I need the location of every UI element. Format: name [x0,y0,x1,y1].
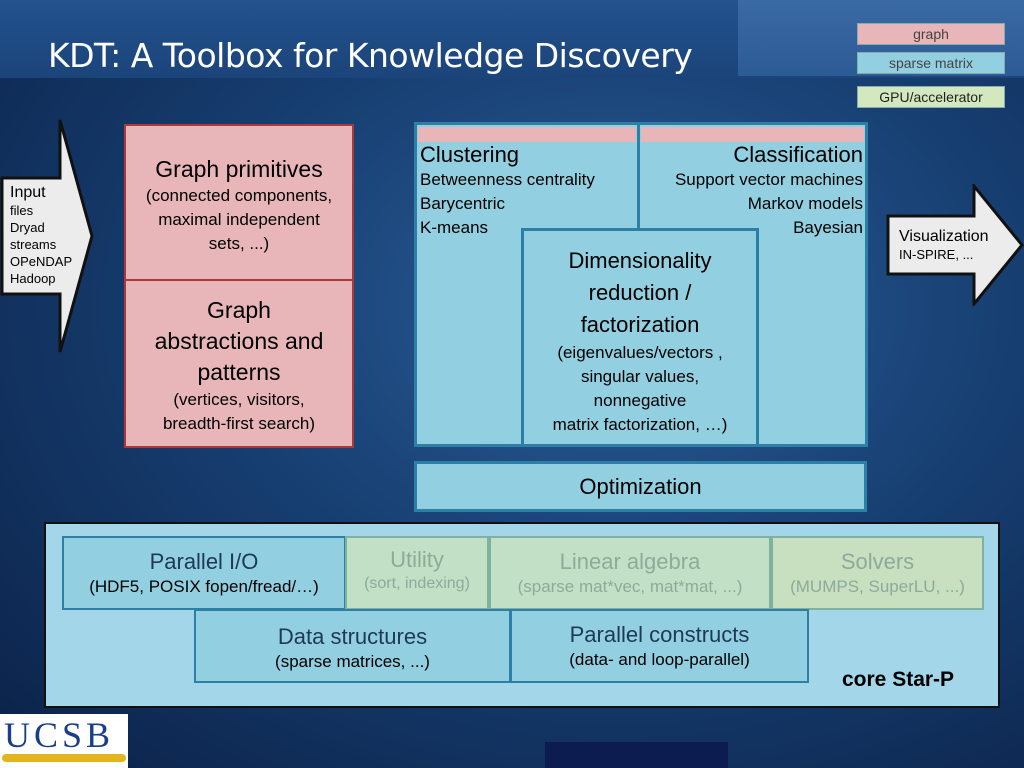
parallel-constructs-box: Parallel constructs (data- and loop-para… [510,609,809,683]
input-item: streams [10,237,57,252]
graph-abstractions-line: breadth-first search) [162,414,316,433]
clustering-section: Clustering Betweenness centrality Baryce… [420,142,635,240]
graph-primitives-line: sets, ...) [208,234,270,253]
solvers-title: Solvers [840,549,915,574]
graph-primitives-line: maximal independent [158,210,320,229]
data-structures-box: Data structures (sparse matrices, ...) [194,609,511,683]
visualization-title: Visualization [899,228,989,245]
ucsb-logo: UCSB [0,714,128,768]
graph-primitives-title: Graph primitives [155,156,323,182]
classification-item: Bayesian [793,218,863,237]
dimred-line: nonnegative [593,391,687,410]
parallel-constructs-title: Parallel constructs [569,622,750,647]
dimensionality-reduction-box: Dimensionality reduction / factorization… [521,228,759,447]
input-item: Dryad [10,220,45,235]
dimred-line: Dimensionality [568,248,712,273]
legend-sparse-matrix: sparse matrix [857,52,1005,74]
classification-graph-strip [641,127,864,142]
visualization-sub: IN-SPIRE, ... [899,247,974,262]
clustering-item: Barycentric [420,194,506,213]
dimred-line: reduction / [588,280,692,305]
dimred-line: singular values, [580,367,700,386]
classification-item: Support vector machines [674,170,863,189]
clustering-title: Clustering [420,142,520,167]
core-star-p-label: core Star-P [842,668,955,691]
linear-algebra-box: Linear algebra (sparse mat*vec, mat*mat,… [489,536,771,610]
input-arrow-text: Input files Dryad streams OPeNDAP Hadoop [10,184,85,287]
graph-abstractions-line: patterns [197,359,281,385]
parallel-io-title: Parallel I/O [149,549,259,574]
linear-algebra-sub: (sparse mat*vec, mat*mat, ...) [517,577,743,596]
visualization-arrow [886,184,1024,306]
clustering-item: K-means [420,218,489,237]
data-structures-sub: (sparse matrices, ...) [275,652,430,671]
parallel-io-sub: (HDF5, POSIX fopen/fread/…) [89,577,319,596]
input-item: files [10,203,34,218]
input-title: Input [10,184,46,201]
legend-graph: graph [857,23,1005,45]
parallel-constructs-sub: (data- and loop-parallel) [569,650,750,669]
utility-box: Utility (sort, indexing) [345,536,489,610]
graph-abstractions-line: (vertices, visitors, [173,390,305,409]
classification-item: Markov models [747,194,863,213]
optimization-box: Optimization [414,461,867,512]
utility-title: Utility [390,547,444,572]
classification-title: Classification [733,142,863,167]
classification-section: Classification Support vector machines M… [641,142,863,240]
footer-bar [545,742,728,768]
graph-primitives-line: (connected components, [145,186,333,205]
input-arrow [0,119,94,353]
solvers-sub: (MUMPS, SuperLU, ...) [790,577,965,596]
ucsb-logo-swoosh [2,754,126,762]
visualization-arrow-text: Visualization IN-SPIRE, ... [899,228,1019,263]
analysis-divider [637,125,640,228]
clustering-item: Betweenness centrality [420,170,595,189]
input-item: OPeNDAP [10,254,73,269]
dimred-line: (eigenvalues/vectors , [557,343,723,362]
data-structures-title: Data structures [277,624,428,649]
utility-sub: (sort, indexing) [364,575,470,592]
dimred-line: matrix factorization, …) [552,415,728,434]
graph-abstractions-line: Graph [207,297,271,323]
ucsb-logo-text: UCSB [4,715,115,755]
graph-abstractions-line: abstractions and [154,328,324,354]
linear-algebra-title: Linear algebra [559,549,701,574]
legend-gpu-accelerator: GPU/accelerator [857,86,1005,108]
solvers-box: Solvers (MUMPS, SuperLU, ...) [771,536,984,610]
slide-title: KDT: A Toolbox for Knowledge Discovery [48,36,693,75]
clustering-graph-strip [418,127,636,142]
parallel-io-box: Parallel I/O (HDF5, POSIX fopen/fread/…) [62,536,346,610]
graph-abstractions-box: Graph abstractions and patterns (vertice… [124,279,354,448]
graph-primitives-box: Graph primitives (connected components, … [124,124,354,281]
input-item: Hadoop [10,271,56,286]
dimred-line: factorization [580,312,700,337]
